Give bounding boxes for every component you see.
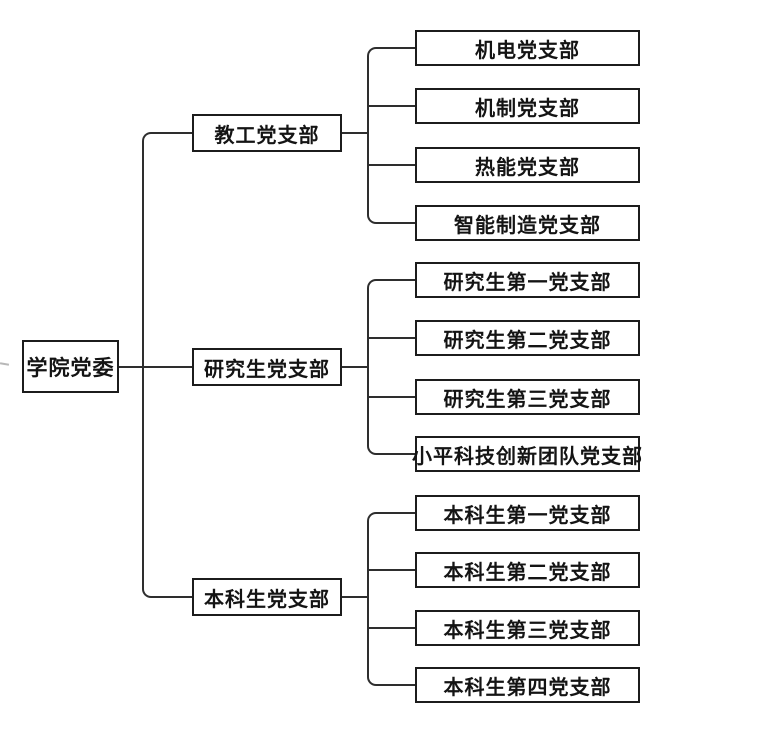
connector-root-trunk: [142, 132, 192, 598]
tree-node-branch-graduate: 研究生党支部: [192, 348, 342, 386]
tree-node-leaf: 智能制造党支部: [415, 205, 640, 241]
stray-mark: [0, 362, 10, 366]
tree-node-branch-faculty: 教工党支部: [192, 114, 342, 152]
tree-node-branch-undergraduate: 本科生党支部: [192, 578, 342, 616]
tree-node-leaf: 本科生第一党支部: [415, 495, 640, 531]
connector-branch1-stub: [342, 132, 369, 134]
tree-node-leaf: 研究生第二党支部: [415, 320, 640, 356]
tree-node-leaf: 本科生第三党支部: [415, 610, 640, 646]
connector-group3-trunk: [367, 512, 415, 686]
connector-branch3-stub: [342, 596, 369, 598]
connector-tee: [367, 337, 415, 339]
connector-group2-trunk: [367, 279, 415, 455]
tree-node-leaf: 研究生第一党支部: [415, 262, 640, 298]
tree-node-leaf: 热能党支部: [415, 147, 640, 183]
tree-node-leaf: 机电党支部: [415, 30, 640, 66]
connector-tee: [367, 105, 415, 107]
tree-node-leaf: 机制党支部: [415, 88, 640, 124]
tree-node-leaf: 小平科技创新团队党支部: [412, 436, 642, 472]
connector-tee: [367, 569, 415, 571]
tree-node-root: 学院党委: [22, 340, 119, 393]
connector-root-horizontal: [119, 366, 192, 368]
connector-tee: [367, 627, 415, 629]
tree-node-leaf: 本科生第四党支部: [415, 667, 640, 703]
connector-tee: [367, 164, 415, 166]
connector-branch2-stub: [342, 366, 369, 368]
connector-group1-trunk: [367, 47, 415, 224]
tree-node-leaf: 本科生第二党支部: [415, 552, 640, 588]
connector-tee: [367, 396, 415, 398]
tree-node-leaf: 研究生第三党支部: [415, 379, 640, 415]
